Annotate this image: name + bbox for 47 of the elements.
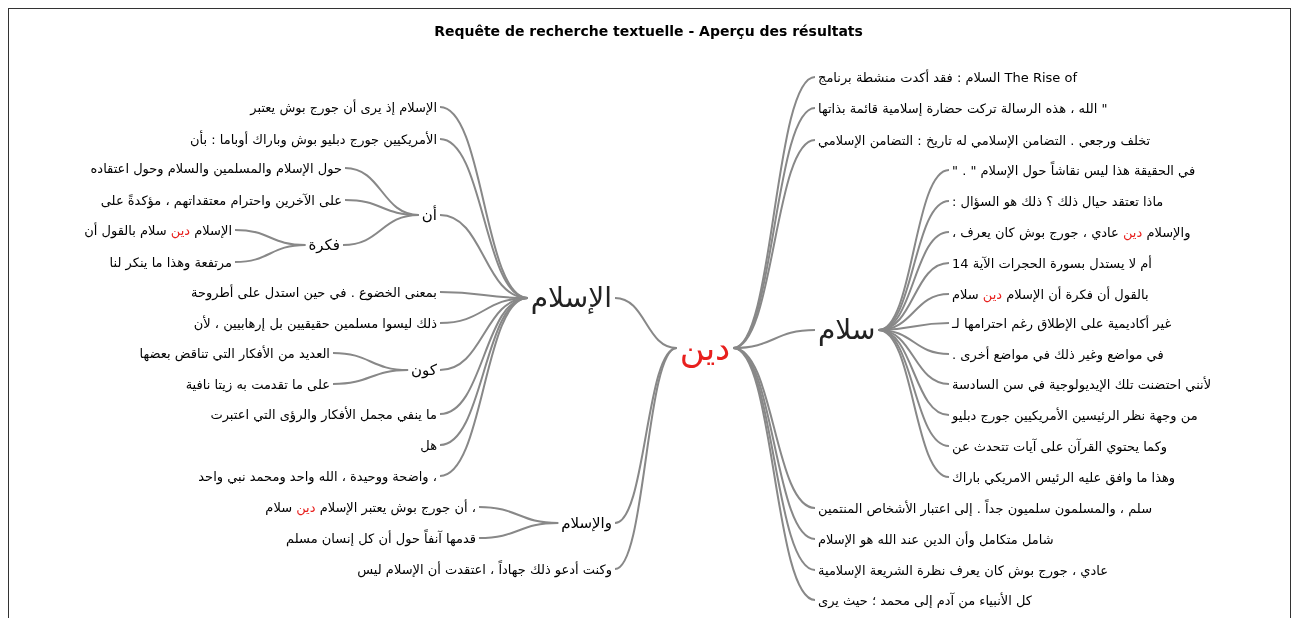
context-phrase: وكنت أدعو ذلك جهاداً ، اعتقدت أن الإسلام ليس: [357, 560, 612, 578]
context-phrase: ما ينفي مجمل الأفكار والرؤى التي اعتبرت: [210, 405, 437, 423]
context-phrase: والإسلام دين عادي ، جورج بوش كان يعرف ،: [952, 223, 1191, 241]
context-phrase: تخلف ورجعي . التضامن الإسلامي له تاريخ : التضامن الإسلامي: [818, 131, 1151, 149]
context-phrase: وكما يحتوي القرآن على آيات تتحدث عن: [952, 437, 1168, 455]
branch-line: [332, 369, 410, 385]
branch-line: [614, 347, 678, 570]
context-phrase: الإسلام إذ يرى أن جورج بوش يعتبر: [250, 98, 437, 116]
branch-word: سلام: [818, 314, 876, 346]
context-phrase: ذلك ليسوا مسلمين حقيقيين بل إرهابيين ، لأن: [193, 314, 437, 332]
context-phrase: بمعنى الخضوع . في حين استدل على أطروحة: [191, 283, 437, 301]
context-phrase: ماذا تعتقد حيال ذلك ؟ ذلك هو السؤال :: [952, 192, 1164, 210]
context-phrase: العديد من الأفكار التي تناقض بعضها: [139, 344, 330, 362]
context-phrase: في مواضع وغير ذلك في مواضع أخرى .: [952, 345, 1164, 363]
context-phrase: على ما تقدمت به زيتا نافية: [185, 375, 330, 393]
context-phrase: ، واضحة ووحيدة ، الله واحد ومحمد نبي واحد: [198, 467, 437, 485]
branch-word: فكرة: [308, 235, 340, 255]
branch-word: والإسلام: [561, 513, 612, 533]
context-phrase: هل: [420, 436, 437, 454]
context-phrase: بالقول أن فكرة أن الإسلام دين سلام: [952, 285, 1149, 303]
context-phrase: وهذا ما وافق عليه الرئيس الامريكي باراك: [952, 468, 1176, 486]
context-phrase: سلم ، والمسلمون سلميون جداً . إلى اعتبار الأشخاص المنتمين: [818, 499, 1153, 517]
context-phrase: مرتفعة وهذا ما ينكر لنا: [109, 253, 232, 271]
context-phrase: على الآخرين واحترام معتقداتهم ، مؤكدةً على: [100, 191, 342, 209]
branch-line: [877, 329, 950, 478]
root-word: دين: [679, 329, 731, 367]
branch-word: كون: [411, 360, 437, 380]
context-phrase: قدمها آنفاً حول أن كل إنسان مسلم: [286, 529, 476, 547]
branch-line: [478, 522, 560, 539]
context-phrase: في الحقيقة هذا ليس نقاشاً حول الإسلام " . ": [952, 161, 1196, 179]
context-phrase: شامل متكامل وأن الدين عند الله هو الإسلام: [818, 530, 1054, 548]
branch-word: الإسلام: [530, 282, 612, 314]
branch-word: أن: [421, 205, 437, 225]
context-phrase: كل الأنبياء من آدم إلى محمد ؛ حيث يرى: [818, 591, 1033, 609]
context-phrase: من وجهة نظر الرئيسين الأمريكيين جورج دبليو: [952, 406, 1198, 424]
branch-line: [342, 214, 420, 246]
context-phrase: ، أن جورج بوش يعتبر الإسلام دين سلام: [265, 498, 476, 516]
context-phrase: الإسلام دين سلام بالقول أن: [84, 221, 232, 239]
context-phrase: حول الإسلام والمسلمين والسلام وحول اعتقاده: [90, 159, 342, 177]
context-phrase: " الله ، هذه الرسالة تركت حضارة إسلامية قائمة بذاتها: [818, 99, 1108, 117]
branch-line: [234, 244, 307, 263]
context-phrase: الأمريكيين جورج دبليو بوش وباراك أوباما : بأن: [189, 130, 437, 148]
chart-title: Requête de recherche textuelle - Aperçu des résultats: [433, 22, 864, 41]
context-phrase: عادي ، جورج بوش كان يعرف نظرة الشريعة الإسلامية: [818, 561, 1108, 579]
context-phrase: لأنني احتضنت تلك الإيديولوجية في سن السادسة: [952, 375, 1212, 393]
context-phrase: غير أكاديمية على الإطلاق رغم احترامها لـ: [952, 314, 1172, 332]
branch-line: [439, 297, 529, 477]
